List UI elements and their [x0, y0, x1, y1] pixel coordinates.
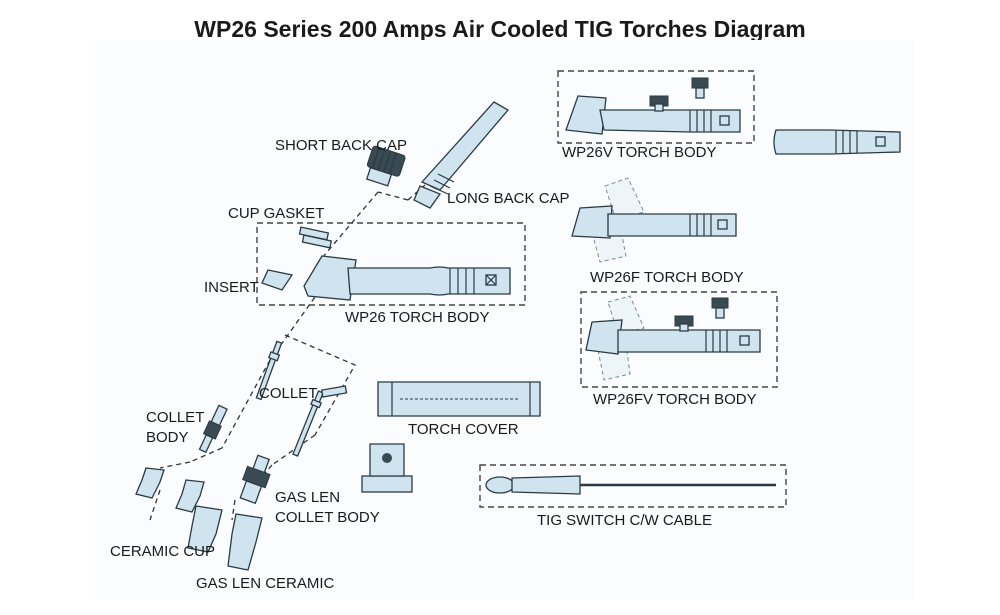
- wp26f-torch-body-part: [571, 177, 737, 263]
- gas-len-collet-body-part: [239, 454, 271, 505]
- torch-cover-part: [377, 381, 541, 417]
- label-cup-gasket: CUP GASKET: [228, 205, 324, 222]
- label-wp26v-torch-body: WP26V TORCH BODY: [562, 144, 716, 161]
- label-tig-switch: TIG SWITCH C/W CABLE: [537, 512, 712, 529]
- wp26v-torch-body-part: [565, 77, 741, 135]
- wp26-body-box: [256, 222, 526, 306]
- label-long-back-cap: LONG BACK CAP: [447, 190, 570, 207]
- assembly-connectors: [149, 184, 426, 521]
- gas-len-ceramic-part-1: [187, 505, 223, 553]
- collet-part-right: [292, 390, 324, 457]
- gas-len-ceramic-part-2: [227, 513, 263, 571]
- label-wp26fv-torch-body: WP26FV TORCH BODY: [593, 391, 757, 408]
- wp26fv-body-box: [580, 291, 778, 388]
- label-wp26f-torch-body: WP26F TORCH BODY: [590, 269, 744, 286]
- diagram-labels: SHORT BACK CAP LONG BACK CAP CUP GASKET …: [110, 137, 757, 592]
- ceramic-cup-part-1: [135, 467, 165, 499]
- collet-part-left: [255, 340, 283, 401]
- label-collet-body-line1: COLLET: [146, 409, 204, 426]
- cup-gasket-part: [298, 226, 333, 249]
- ceramic-cup-part-2: [175, 479, 205, 513]
- label-gas-len-collet-line1: GAS LEN: [275, 489, 340, 506]
- wp26fv-torch-body-part: [585, 295, 761, 381]
- long-back-cap-part: [413, 101, 510, 209]
- label-torch-cover: TORCH COVER: [408, 421, 519, 438]
- tig-switch-box: [479, 464, 787, 508]
- label-gas-len-collet-line2: COLLET BODY: [275, 509, 380, 526]
- label-gas-len-ceramic: GAS LEN CERAMIC: [196, 575, 335, 592]
- short-back-cap-part: [365, 145, 406, 187]
- collet-small-part: [320, 385, 348, 398]
- label-ceramic-cup: CERAMIC CUP: [110, 543, 215, 560]
- adapter-block-part: [361, 443, 413, 493]
- wp26v-body-box: [557, 70, 755, 144]
- label-collet: COLLET: [259, 385, 317, 402]
- insert-part: [261, 269, 294, 291]
- diagram-title: WP26 Series 200 Amps Air Cooled TIG Torc…: [194, 16, 806, 42]
- label-collet-body-line2: BODY: [146, 429, 189, 446]
- label-wp26-torch-body: WP26 TORCH BODY: [345, 309, 489, 326]
- collet-body-part: [198, 404, 228, 454]
- label-insert: INSERT: [204, 279, 259, 296]
- wp26-torch-body-part: [303, 255, 511, 301]
- torch-handle-part: [773, 129, 901, 155]
- label-short-back-cap: SHORT BACK CAP: [275, 137, 407, 154]
- tig-switch-part: [485, 475, 776, 495]
